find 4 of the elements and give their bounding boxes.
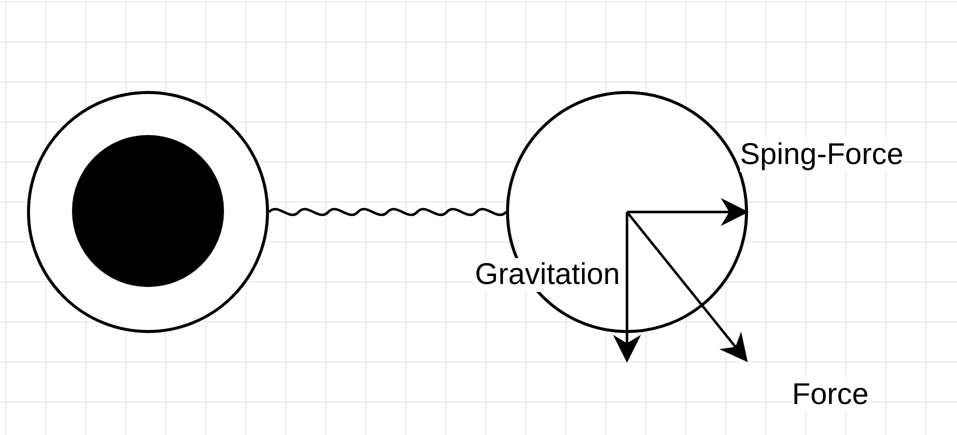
force-label: Gravitation xyxy=(474,258,620,292)
force-label: Sping-Force xyxy=(740,138,904,172)
spring xyxy=(268,208,507,216)
force-label: Force xyxy=(792,378,869,412)
